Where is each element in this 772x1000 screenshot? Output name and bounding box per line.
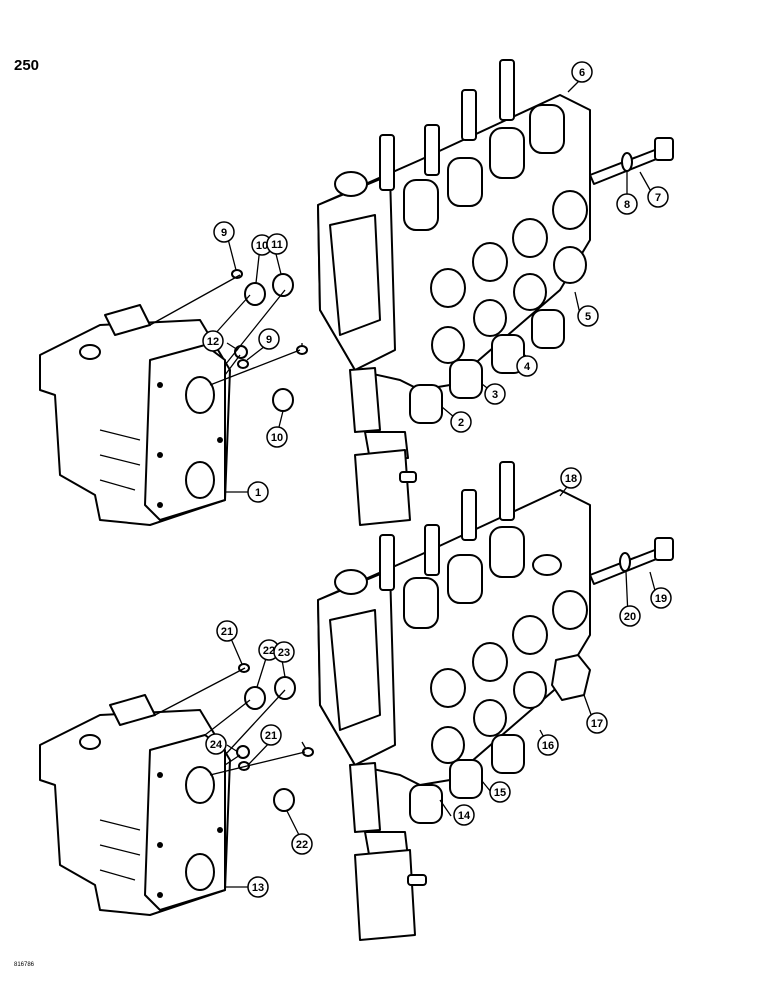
callout-number: 10 [271, 432, 283, 444]
callout-number: 4 [524, 361, 531, 373]
callout-number: 1 [255, 487, 261, 499]
o-ring-22-a [274, 676, 296, 700]
upper-valve-assembly [39, 59, 674, 526]
callout-number: 16 [542, 740, 554, 752]
callout-10: 10 [251, 234, 273, 256]
callout-9: 9 [213, 221, 235, 243]
callout-number: 9 [266, 334, 272, 346]
seal-9-b [237, 359, 249, 369]
callout-number: 11 [271, 239, 283, 251]
callout-number: 3 [492, 389, 498, 401]
figure-code: 816786 [14, 962, 35, 968]
callout-number: 2 [458, 417, 464, 429]
callout-number: 23 [278, 647, 290, 659]
callout-number: 18 [565, 473, 577, 485]
callout-12: 12 [202, 330, 224, 352]
callout-13: 13 [247, 876, 269, 898]
o-ring-12 [244, 282, 266, 306]
callout-number: 21 [265, 730, 277, 742]
callout-17: 17 [586, 712, 608, 734]
o-ring-22-b [273, 788, 295, 812]
callout-10-repeat: 10 [266, 426, 288, 448]
callout-4: 4 [516, 355, 538, 377]
callout-number: 22 [296, 839, 308, 851]
callout-number: 6 [579, 67, 585, 79]
lower-valve-assembly [39, 461, 674, 941]
connector-block-upper [354, 449, 417, 526]
callout-7: 7 [647, 186, 669, 208]
o-ring-10-b [272, 388, 294, 412]
callout-14: 14 [453, 804, 475, 826]
callout-number: 14 [458, 810, 471, 822]
callout-number: 20 [624, 611, 636, 623]
callout-number: 13 [252, 882, 264, 894]
page-number: 250 [14, 57, 39, 74]
callout-18: 18 [560, 467, 582, 489]
callout-5: 5 [577, 305, 599, 327]
callout-number: 9 [221, 227, 227, 239]
callout-number: 21 [221, 626, 233, 638]
callout-number: 24 [210, 739, 223, 751]
callout-number: 8 [624, 199, 630, 211]
callout-number: 17 [591, 718, 603, 730]
callout-1: 1 [247, 481, 269, 503]
callout-24: 24 [205, 733, 227, 755]
callout-19: 19 [650, 587, 672, 609]
callout-number: 5 [585, 311, 591, 323]
o-ring-24 [244, 686, 266, 710]
control-valve-body-upper [317, 59, 674, 461]
callout-22-repeat: 22 [291, 833, 313, 855]
callout-3: 3 [484, 383, 506, 405]
o-ring-10-a [272, 273, 294, 297]
callout-number: 15 [494, 787, 506, 799]
callout-2: 2 [450, 411, 472, 433]
callout-16: 16 [537, 734, 559, 756]
callout-8: 8 [616, 193, 638, 215]
callout-number: 7 [655, 192, 661, 204]
inlet-section-upper [39, 304, 231, 526]
callout-21-repeat: 21 [260, 724, 282, 746]
callout-6: 6 [571, 61, 593, 83]
callout-number: 22 [263, 645, 275, 657]
seal-11 [234, 345, 248, 359]
callout-21: 21 [216, 620, 238, 642]
callout-23: 23 [273, 641, 295, 663]
callout-number: 12 [207, 336, 219, 348]
inlet-section-lower [39, 694, 231, 916]
callout-9-repeat: 9 [258, 328, 280, 350]
callout-11: 11 [266, 233, 288, 255]
callout-15: 15 [489, 781, 511, 803]
callout-number: 10 [256, 240, 268, 252]
callout-20: 20 [619, 605, 641, 627]
callout-number: 19 [655, 593, 667, 605]
connector-block-lower [354, 849, 427, 941]
